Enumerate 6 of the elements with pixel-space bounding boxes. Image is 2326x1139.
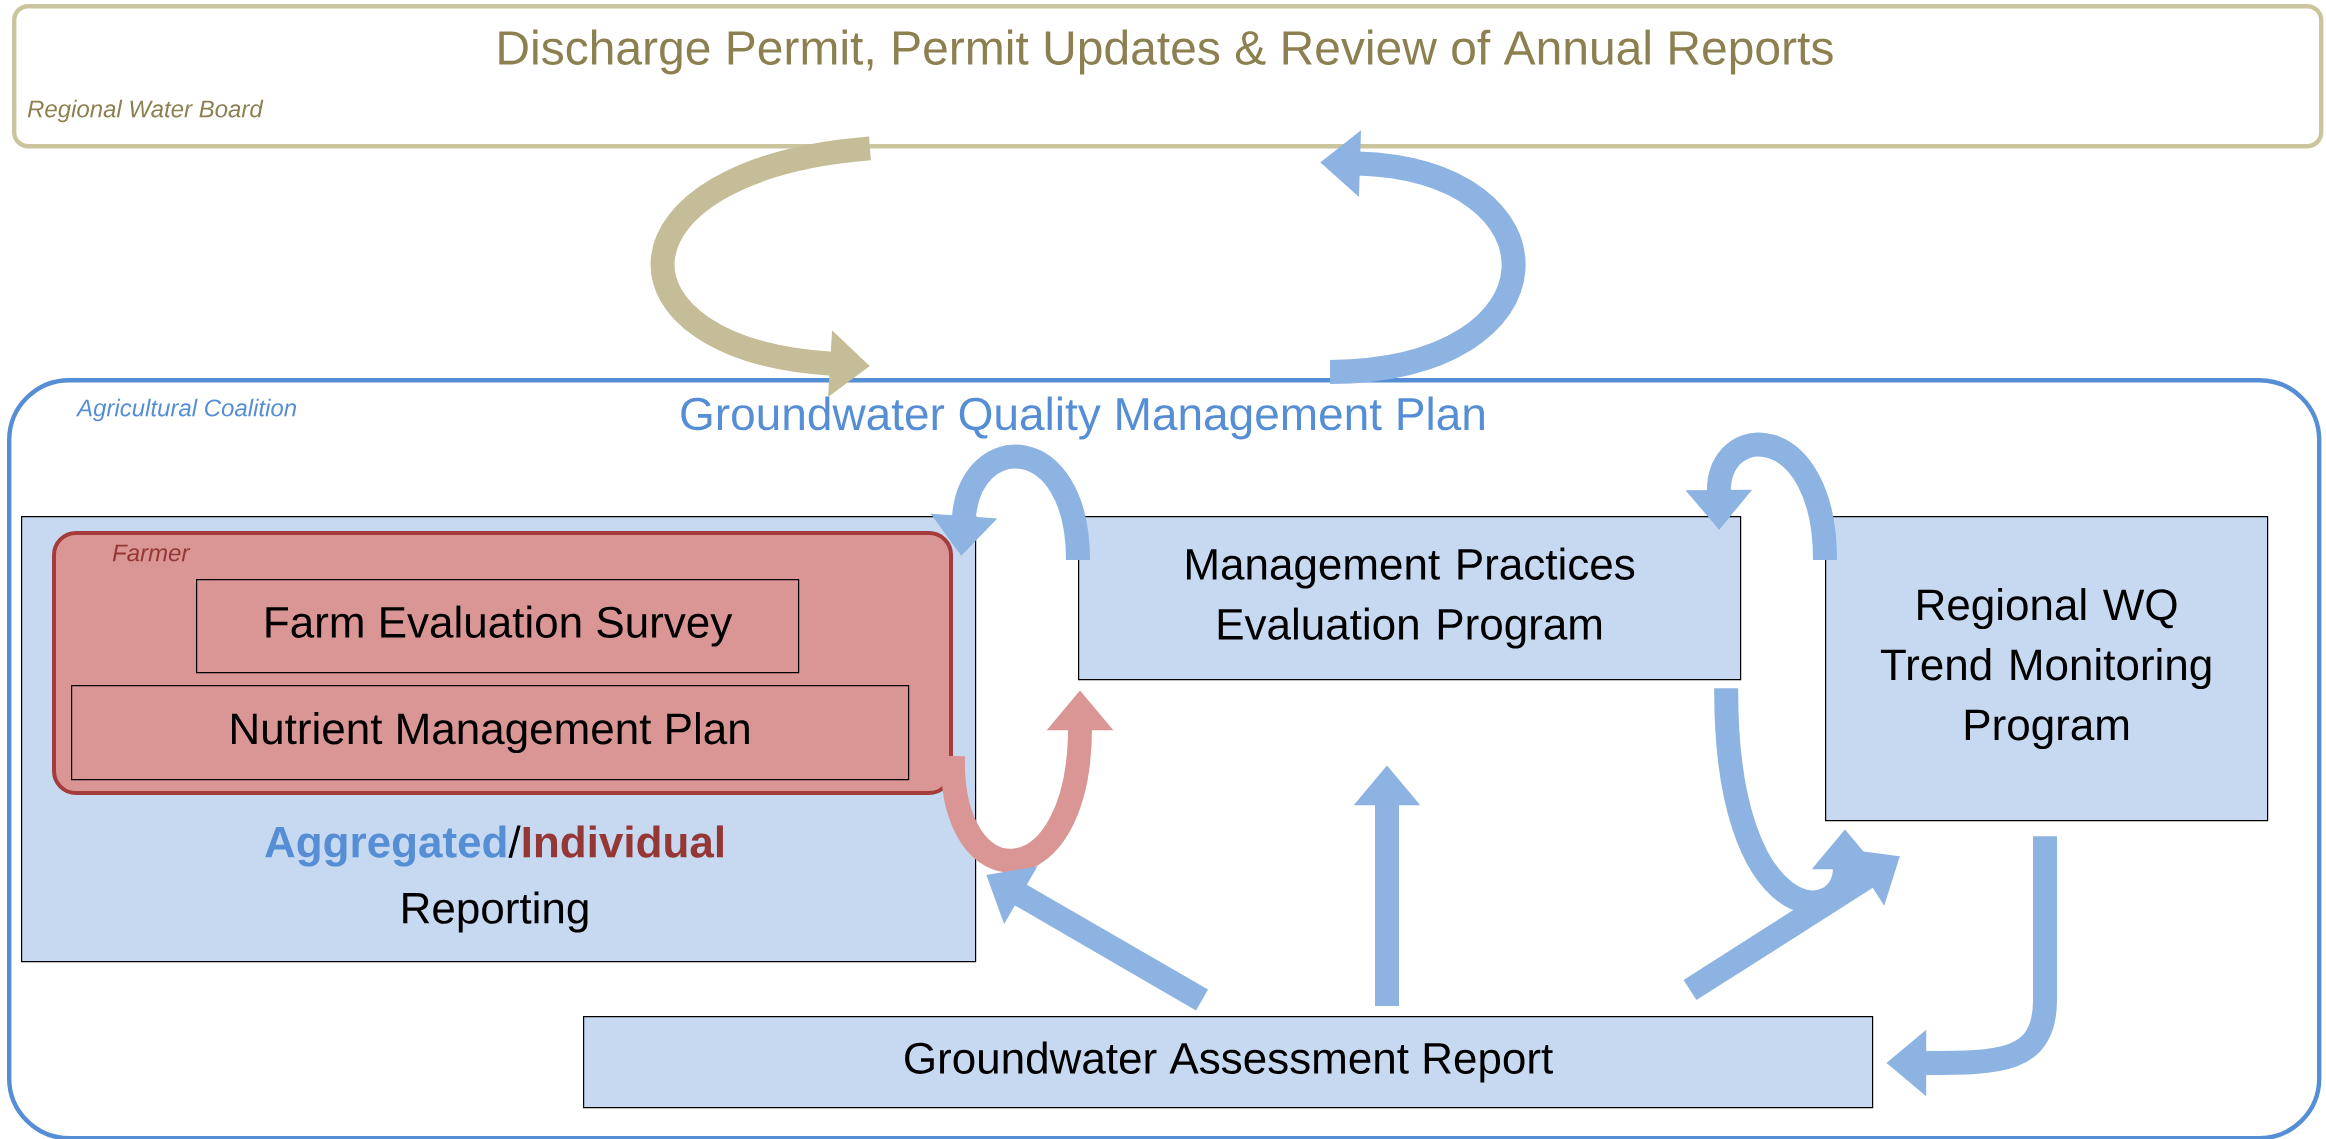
agency-box: Discharge Permit, Permit Updates & Review of Annual Reports Regional Water Board	[12, 4, 2324, 149]
process-box: Nutrient Management Plan	[71, 685, 910, 781]
process-box: Regional WQ Trend Monitoring Program	[1825, 516, 2269, 822]
process-box: Groundwater Assessment Report	[583, 1016, 1874, 1109]
process-box: Management Practices Evaluation Program	[1078, 516, 1742, 681]
process-box: Farm Evaluation Survey	[196, 579, 800, 674]
